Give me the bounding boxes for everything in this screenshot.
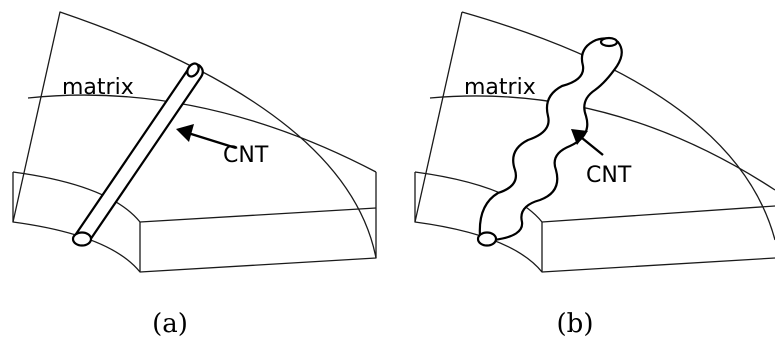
wavy-cnt: [476, 36, 623, 247]
cnt-arrow: [176, 124, 237, 150]
cnt-label: CNT: [223, 143, 269, 168]
caption-b: (b): [557, 309, 594, 337]
matrix-label: matrix: [62, 75, 134, 100]
panel-a: matrix CNT (a): [12, 11, 377, 337]
panel-b: matrix CNT (b): [414, 11, 775, 337]
matrix-label: matrix: [464, 75, 536, 100]
straight-cnt: [71, 62, 204, 247]
cnt-arrow: [571, 129, 604, 156]
matrix-block: [12, 11, 377, 273]
cnt-label: CNT: [586, 163, 632, 188]
caption-a: (a): [152, 309, 188, 337]
